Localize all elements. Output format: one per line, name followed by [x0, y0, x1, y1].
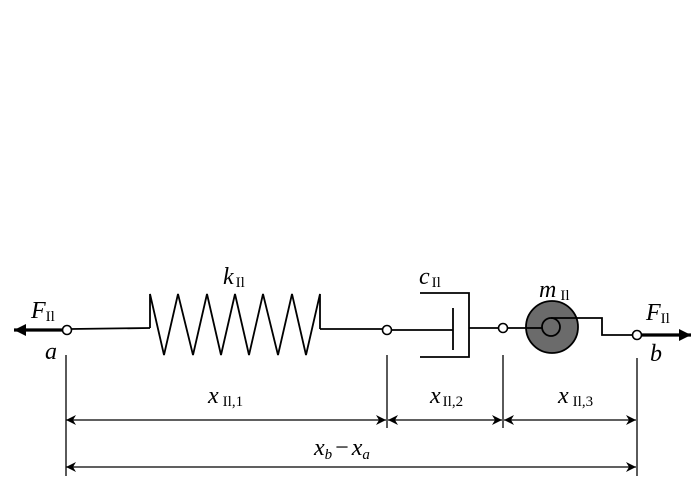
node-a-label: a: [45, 339, 57, 365]
force-label-left: FIl: [30, 298, 55, 325]
spring: [149, 293, 321, 356]
wire-a-spring: [70, 327, 151, 330]
node-b: [631, 329, 643, 341]
dimension-total-label: xb−xa: [313, 435, 370, 463]
wire-mass-node-b: [551, 317, 633, 336]
mass-hub: [541, 317, 561, 337]
damper-cylinder: [420, 292, 470, 358]
node-b-label: b: [650, 341, 662, 367]
force-label-right: FIl: [645, 300, 670, 327]
node-spring-damper: [381, 324, 393, 336]
node-damper-mass: [497, 322, 509, 334]
node-a: [61, 324, 73, 336]
